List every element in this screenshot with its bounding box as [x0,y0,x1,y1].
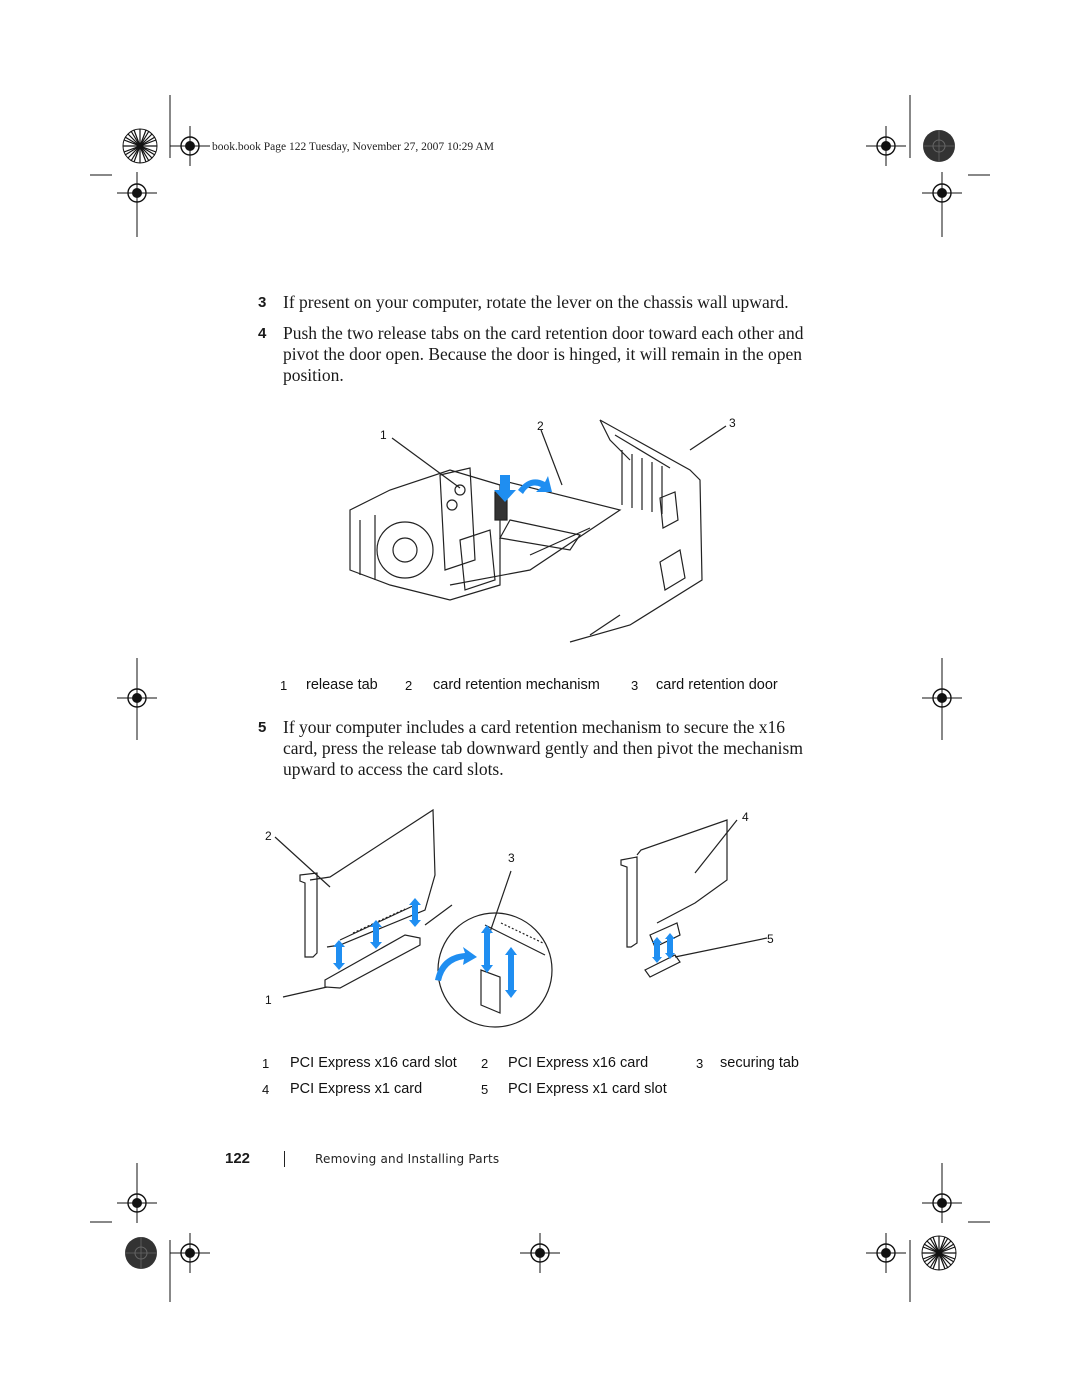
callout-4: 4 [742,810,749,824]
legend-num: 2 [481,1056,489,1071]
legend-num: 1 [262,1056,270,1071]
callout-3: 3 [729,416,736,430]
legend-label: release tab [306,677,378,693]
page-number: 122 [225,1150,251,1167]
step-number: 5 [258,719,267,736]
pci-cards-illustration [274,808,768,1028]
footer-section-title: Removing and Installing Parts [315,1152,500,1166]
legend-num: 5 [481,1082,489,1097]
legend-label: PCI Express x1 card [290,1081,423,1097]
footer-divider [284,1151,285,1167]
legend-label: PCI Express x1 card slot [508,1081,667,1097]
step-text: Push the two release tabs on the card re… [283,323,804,385]
callout-5: 5 [767,932,774,946]
legend-num: 3 [696,1056,704,1071]
step-number: 3 [258,294,267,311]
callout-2: 2 [537,419,544,433]
callout-1: 1 [380,428,387,442]
callout-2: 2 [265,829,272,843]
step-number: 4 [258,325,267,342]
legend-num: 1 [280,678,288,693]
step-text: If present on your computer, rotate the … [283,292,789,312]
callout-3: 3 [508,851,515,865]
chassis-illustration [349,419,727,643]
callout-1: 1 [265,993,272,1007]
print-header: book.book Page 122 Tuesday, November 27,… [212,141,494,153]
legend-label: PCI Express x16 card [508,1055,649,1071]
legend-num: 4 [262,1082,270,1097]
legend-label: securing tab [720,1055,799,1071]
legend-num: 2 [405,678,413,693]
step-text: If your computer includes a card retenti… [283,717,803,779]
legend-label: PCI Express x16 card slot [290,1055,457,1071]
legend-label: card retention mechanism [433,677,600,693]
legend-num: 3 [631,678,639,693]
legend-label: card retention door [656,677,778,693]
